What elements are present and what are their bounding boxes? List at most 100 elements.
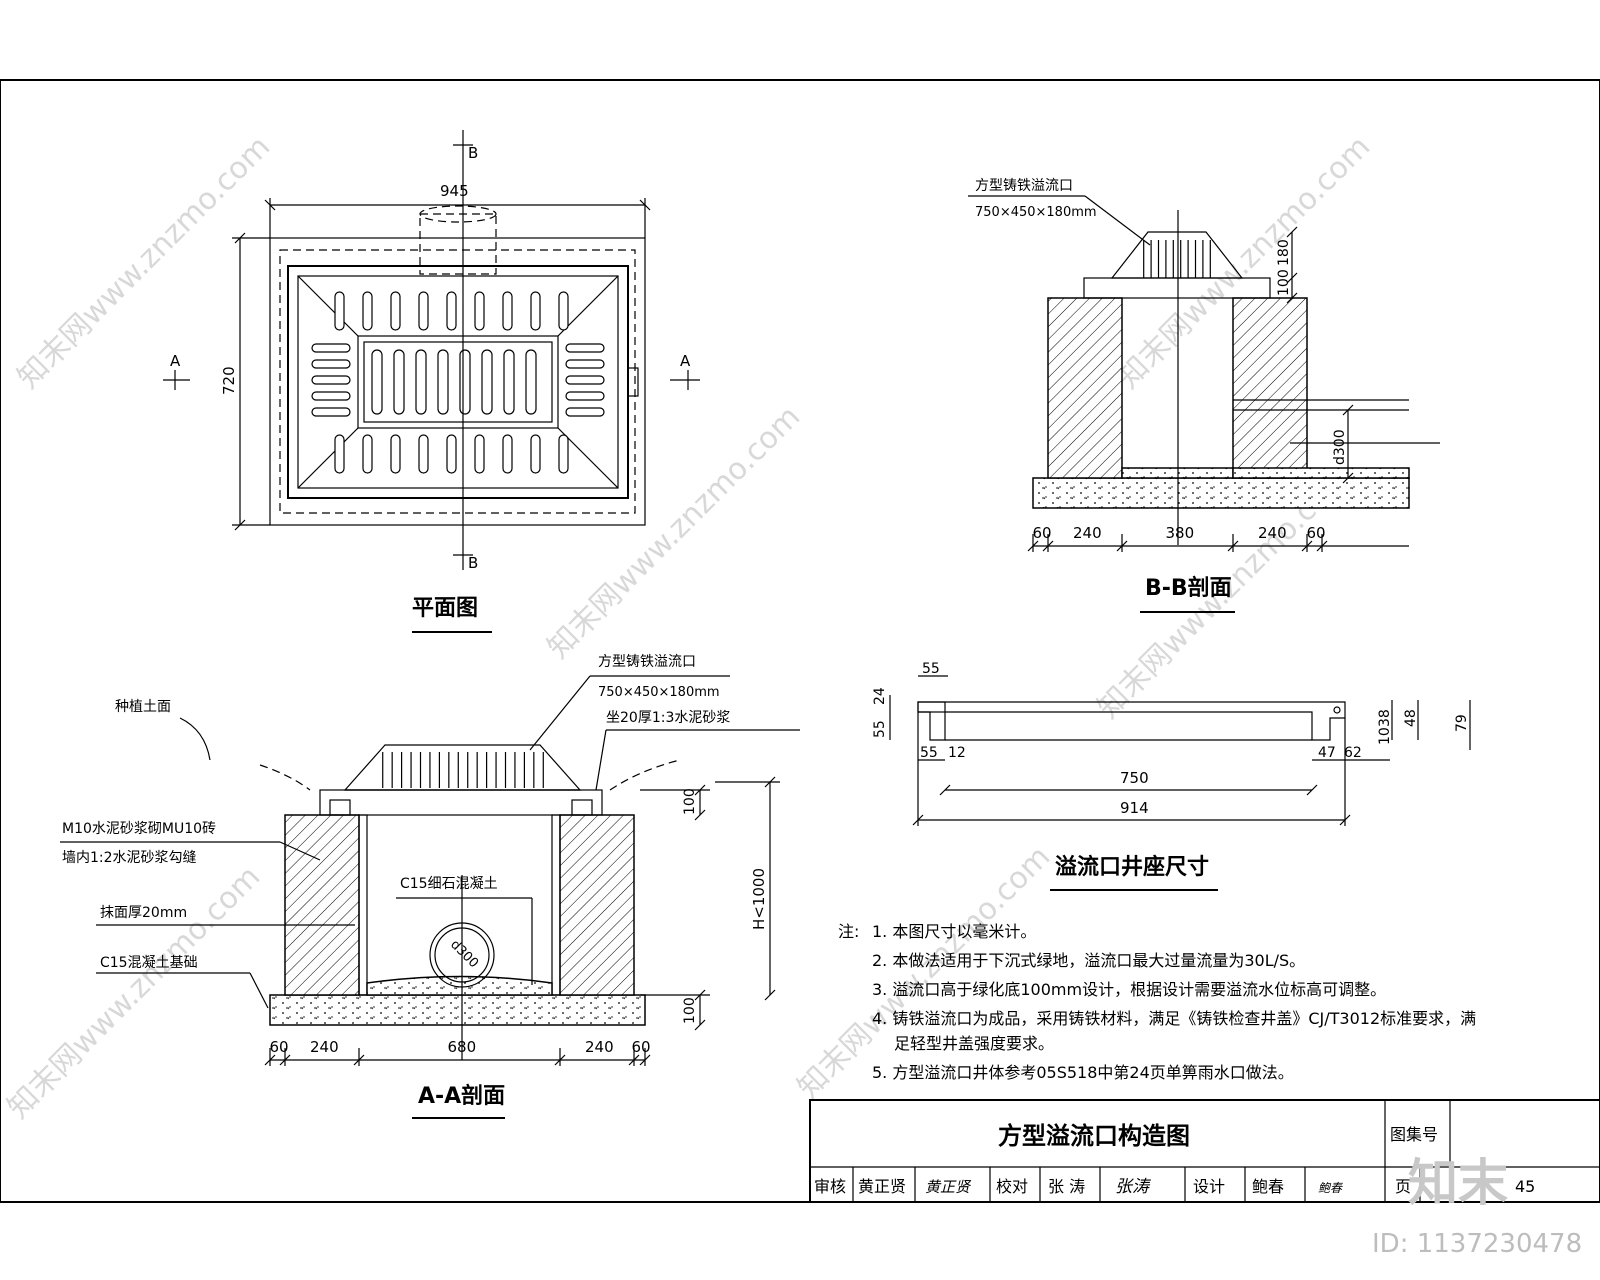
grate-slot xyxy=(530,434,541,474)
dim-tick xyxy=(554,1054,566,1066)
bb-dim-label: 240 xyxy=(1258,524,1287,542)
dim-tick xyxy=(1116,540,1128,552)
dim-tick xyxy=(1316,540,1328,552)
seat-d79: 79 xyxy=(1454,714,1470,732)
plan-title: 平面图 xyxy=(412,596,478,621)
aa-label-wall-1: M10水泥砂浆砌MU10砖 xyxy=(62,821,216,837)
seat-d750: 750 xyxy=(1120,769,1149,787)
seat-dimension-view: 55 55 24 55 12 750 914 47 62 10 38 48 79… xyxy=(872,661,1471,891)
grate-slot xyxy=(565,359,605,369)
grate-slot xyxy=(459,349,471,415)
bb-dim-label: 60 xyxy=(1033,524,1052,542)
dim-tick xyxy=(353,1054,365,1066)
plan-width-dim: 945 xyxy=(440,182,469,200)
note-item: 足轻型井盖强度要求。 xyxy=(894,1034,1054,1053)
watermark-logo: 知末 xyxy=(1408,1154,1508,1212)
seat-d55-top: 55 xyxy=(922,661,940,677)
watermark-id: ID: 1137230478 xyxy=(1372,1229,1582,1259)
grate-slot xyxy=(311,343,351,353)
bb-label-size: 750×450×180mm xyxy=(975,205,1097,220)
seat-d55-left: 55 xyxy=(872,720,888,738)
grate-slot xyxy=(334,434,345,474)
seat-title: 溢流口井座尺寸 xyxy=(1055,854,1209,880)
watermark-text: 知末网www.znzmo.com xyxy=(541,399,807,665)
grate-slot xyxy=(334,291,345,331)
aa-label-size: 750×450×180mm xyxy=(598,685,720,700)
aa-dim-height: H<1000 xyxy=(750,868,768,930)
note-item: 4. 铸铁溢流口为成品，采用铸铁材料，满足《铸铁检查井盖》CJ/T3012标准要… xyxy=(872,1009,1476,1028)
bb-dim-label: 380 xyxy=(1166,524,1195,542)
dim-tick xyxy=(628,1054,640,1066)
grate-slot xyxy=(530,291,541,331)
page-value: 45 xyxy=(1515,1177,1535,1196)
seat-d38: 38 xyxy=(1377,709,1393,727)
plan-view: B B A A 945 720 平面图 xyxy=(163,130,700,633)
grate-slot xyxy=(415,349,427,415)
grate-slot xyxy=(503,349,515,415)
seat-d12: 12 xyxy=(948,745,966,761)
bb-pipe-dim: d300 xyxy=(1332,429,1348,465)
bb-label-name: 方型铸铁溢流口 xyxy=(975,178,1073,194)
note-item: 3. 溢流口高于绿化底100mm设计，根据设计需要溢流水位标高可调整。 xyxy=(872,980,1386,999)
bb-dim-180: 180 xyxy=(1276,239,1292,266)
aa-title: A-A剖面 xyxy=(418,1083,505,1109)
grate-slot xyxy=(393,349,405,415)
grate-slot xyxy=(474,291,485,331)
check-name: 张 涛 xyxy=(1048,1177,1085,1196)
seat-d24: 24 xyxy=(872,687,888,705)
aa-label-soil: 种植土面 xyxy=(115,699,171,715)
section-mark-a: A xyxy=(170,352,181,370)
aa-dim-top: 100 xyxy=(682,788,698,815)
aa-pipe-dim: d300 xyxy=(447,937,481,971)
grate-slot xyxy=(311,375,351,385)
seat-d48: 48 xyxy=(1403,709,1419,727)
grate-slot xyxy=(502,434,513,474)
grate-slot xyxy=(418,434,429,474)
notes-prefix: 注: xyxy=(838,922,859,941)
grate-slot xyxy=(558,291,569,331)
seat-d62: 62 xyxy=(1344,745,1362,761)
bb-title: B-B剖面 xyxy=(1145,575,1232,601)
dim-tick xyxy=(1227,540,1239,552)
drawing-title: 方型溢流口构造图 xyxy=(998,1122,1190,1150)
grate-slot xyxy=(311,359,351,369)
dim-tick xyxy=(1301,540,1313,552)
aa-label-name: 方型铸铁溢流口 xyxy=(598,654,696,670)
grate-slot xyxy=(311,391,351,401)
grate-slot xyxy=(502,291,513,331)
grate-slot xyxy=(565,391,605,401)
grate-slot xyxy=(371,349,383,415)
seat-d914: 914 xyxy=(1120,799,1149,817)
dim-tick xyxy=(1027,540,1039,552)
dim-tick xyxy=(1042,540,1054,552)
dim-tick xyxy=(279,1054,291,1066)
plan-height-dim: 720 xyxy=(220,366,238,395)
grate-slot xyxy=(565,407,605,417)
grate-slot xyxy=(558,434,569,474)
note-item: 2. 本做法适用于下沉式绿地，溢流口最大过量流量为30L/S。 xyxy=(872,951,1305,970)
grate-slot xyxy=(525,349,537,415)
section-mark-a: A xyxy=(680,352,691,370)
grate-slot xyxy=(446,291,457,331)
design-label: 设计 xyxy=(1193,1177,1225,1196)
aa-label-plaster: 抹面厚20mm xyxy=(100,905,187,921)
seat-d47: 47 xyxy=(1318,745,1336,761)
grate-slot xyxy=(481,349,493,415)
aa-dim-label: 680 xyxy=(448,1038,477,1056)
design-name: 鲍春 xyxy=(1252,1177,1284,1196)
sheet-border xyxy=(0,79,1600,1203)
grate-slot xyxy=(390,434,401,474)
notes: 注: 1. 本图尺寸以毫米计。 2. 本做法适用于下沉式绿地，溢流口最大过量流量… xyxy=(838,922,1476,1082)
watermark-layer: 知末网www.znzmo.com 知末网www.znzmo.com 知末网www… xyxy=(1,129,1377,1125)
aa-dim-label: 240 xyxy=(310,1038,339,1056)
note-item: 5. 方型溢流口井体参考05S518中第24页单箅雨水口做法。 xyxy=(872,1063,1294,1082)
dim-tick xyxy=(639,1054,651,1066)
section-mark-b: B xyxy=(468,554,478,572)
grate-slot xyxy=(390,291,401,331)
aa-dim-label: 240 xyxy=(585,1038,614,1056)
aa-label-mortar: 坐20厚1:3水泥砂浆 xyxy=(606,710,730,726)
watermark-text: 知末网www.znzmo.com xyxy=(1,859,267,1125)
grate-slot xyxy=(474,434,485,474)
